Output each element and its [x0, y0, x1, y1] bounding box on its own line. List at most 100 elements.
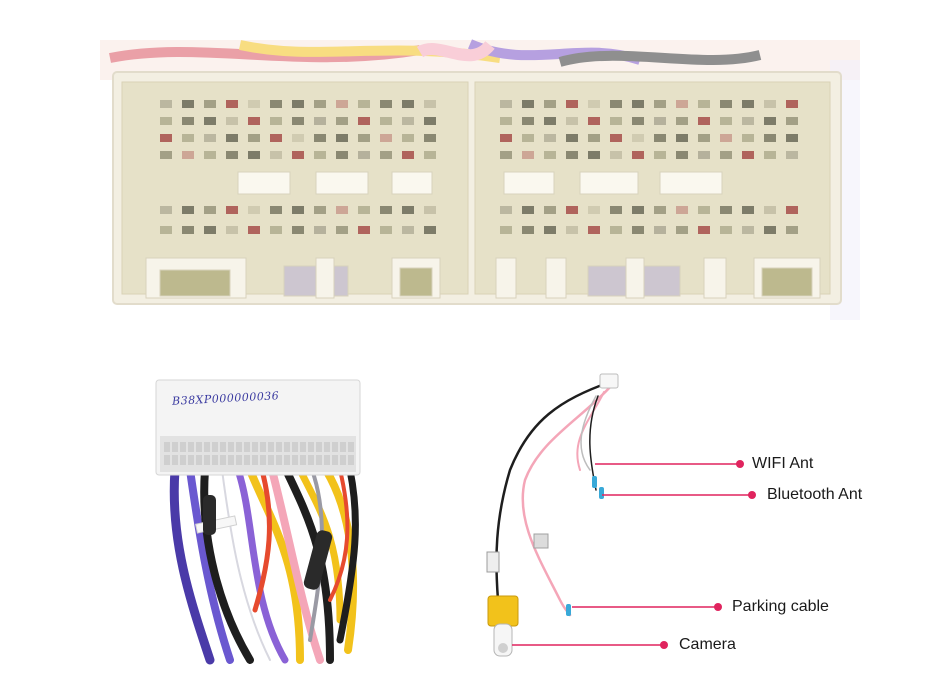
latch-bar: [237, 171, 291, 195]
connector-pin: [764, 226, 776, 234]
connector-pin: [544, 206, 556, 214]
connector-pin: [500, 151, 512, 159]
harness-pin: [316, 455, 322, 465]
connector-pin: [270, 206, 282, 214]
connector-pin: [720, 117, 732, 125]
connector-pin: [654, 100, 666, 108]
cable-connector: [599, 373, 619, 389]
harness-pin: [332, 455, 338, 465]
connector-pin: [182, 100, 194, 108]
connector-pin: [204, 134, 216, 142]
connector-pin: [270, 100, 282, 108]
connector-pin: [248, 151, 260, 159]
connector-pin: [380, 100, 392, 108]
connector-pin: [226, 117, 238, 125]
connector-pin: [676, 117, 688, 125]
connector-pin: [676, 134, 688, 142]
connector-pin: [314, 226, 326, 234]
rca-camera-plug: [487, 595, 519, 657]
connector-pin: [358, 206, 370, 214]
connector-pin: [292, 117, 304, 125]
harness-pin: [204, 442, 210, 452]
harness-pin: [260, 442, 266, 452]
harness-pin: [228, 442, 234, 452]
harness-pin: [172, 442, 178, 452]
connector-pin: [698, 117, 710, 125]
connector-pin: [522, 117, 534, 125]
connector-pin: [358, 134, 370, 142]
connector-pin: [632, 151, 644, 159]
connector-pin: [786, 117, 798, 125]
connector-pin: [270, 117, 282, 125]
connector-pin: [566, 117, 578, 125]
connector-pin: [270, 151, 282, 159]
callout-dot-camera: [660, 641, 668, 649]
heatshrink-sleeve: [203, 495, 216, 535]
connector-pin: [742, 100, 754, 108]
connector-pin: [764, 206, 776, 214]
connector-pin: [786, 226, 798, 234]
connector-pin: [676, 226, 688, 234]
connector-pin: [314, 134, 326, 142]
connector-pin: [402, 117, 414, 125]
connector-pin: [402, 151, 414, 159]
connector-pin: [522, 226, 534, 234]
connector-pin: [500, 226, 512, 234]
connector-pin: [610, 151, 622, 159]
connector-pin: [292, 100, 304, 108]
callout-dot-wifi: [736, 460, 744, 468]
connector-pin: [764, 151, 776, 159]
connector-pin: [720, 100, 732, 108]
connector-pin: [588, 100, 600, 108]
harness-pin: [324, 442, 330, 452]
connector-pin: [566, 206, 578, 214]
harness-wires: [169, 465, 359, 665]
connector-pin: [358, 117, 370, 125]
connector-pin: [544, 151, 556, 159]
harness-pin: [292, 442, 298, 452]
connector-pin: [676, 100, 688, 108]
connector-pin: [204, 226, 216, 234]
callout-label-camera: Camera: [679, 636, 736, 653]
connector-pin: [742, 134, 754, 142]
connector-pin: [544, 134, 556, 142]
connector-pin: [380, 151, 392, 159]
connector-pin: [786, 134, 798, 142]
connector-pin: [698, 134, 710, 142]
connector-pin: [336, 226, 348, 234]
connector-pin: [500, 134, 512, 142]
latch-bar: [503, 171, 555, 195]
connector-pin: [380, 117, 392, 125]
connector-pin: [632, 100, 644, 108]
latch-bar: [391, 171, 433, 195]
callout-dot-parking: [714, 603, 722, 611]
connector-pin: [588, 117, 600, 125]
connector-pin: [764, 134, 776, 142]
connector-pin: [610, 206, 622, 214]
harness-pin: [340, 455, 346, 465]
harness-pin: [244, 455, 250, 465]
connector-pin: [292, 151, 304, 159]
connector-pin: [160, 100, 172, 108]
connector-pin: [182, 151, 194, 159]
connector-pin: [160, 117, 172, 125]
connector-pin: [676, 151, 688, 159]
connector-pin: [742, 206, 754, 214]
harness-pin: [308, 455, 314, 465]
harness-pin: [300, 442, 306, 452]
connector-pin: [160, 151, 172, 159]
connector-pin: [248, 226, 260, 234]
connector-pin: [380, 226, 392, 234]
connector-pin: [424, 226, 436, 234]
connector-pin: [566, 100, 578, 108]
callout-label-parking: Parking cable: [732, 598, 829, 615]
connector-pin: [402, 134, 414, 142]
connector-pin: [182, 117, 194, 125]
keying-blocks: [145, 257, 821, 299]
connector-pin: [632, 134, 644, 142]
connector-pin: [270, 134, 282, 142]
connector-pin: [742, 226, 754, 234]
harness-pin: [324, 455, 330, 465]
harness-pin: [228, 455, 234, 465]
connector-pin: [204, 100, 216, 108]
